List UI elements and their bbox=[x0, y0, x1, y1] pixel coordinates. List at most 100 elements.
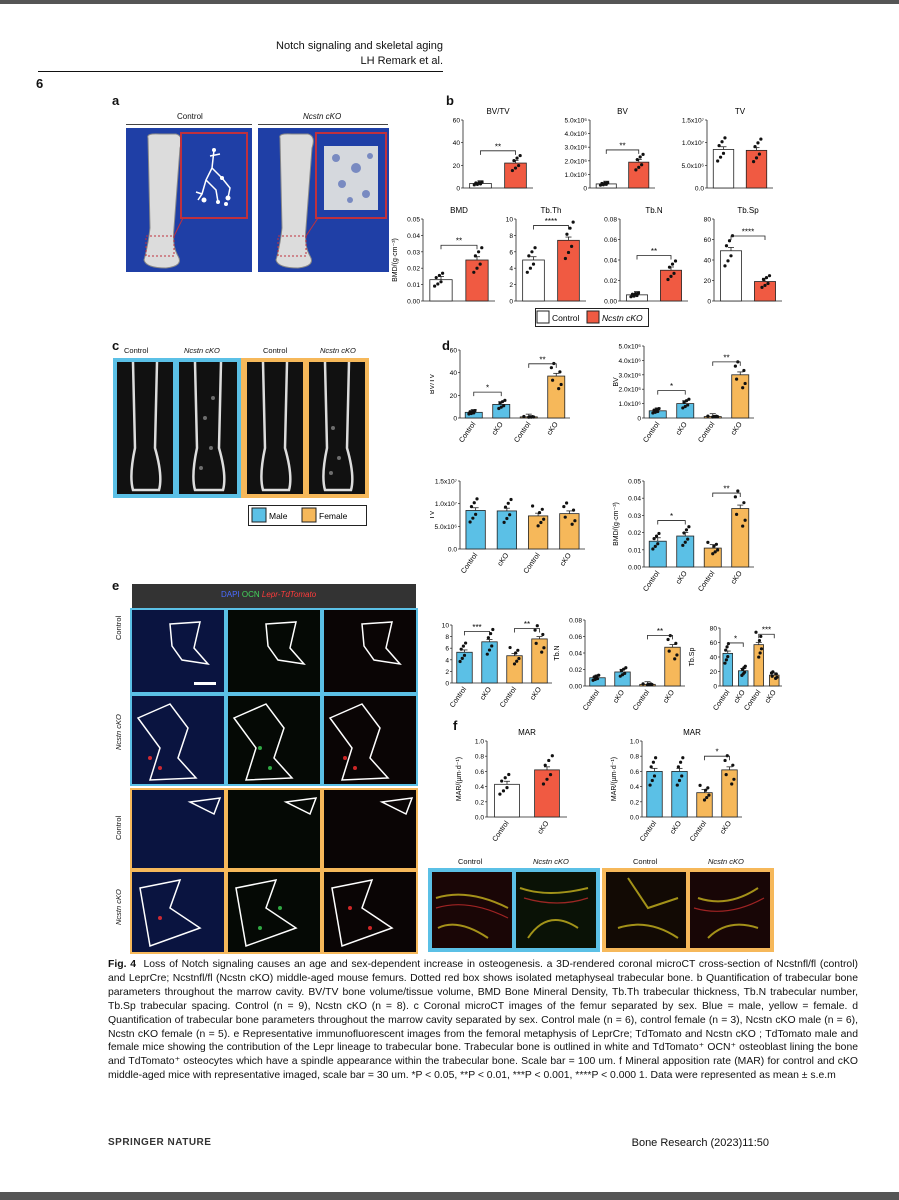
data-point bbox=[509, 497, 513, 502]
legend-c-female-label: Female bbox=[319, 511, 348, 521]
bar-1 bbox=[481, 641, 498, 684]
data-point bbox=[723, 661, 727, 665]
data-point bbox=[459, 647, 463, 651]
data-point bbox=[475, 497, 479, 501]
data-point bbox=[550, 378, 555, 382]
x-tick-label: Control bbox=[521, 551, 542, 575]
data-point bbox=[716, 548, 720, 552]
data-point bbox=[440, 271, 445, 275]
x-tick-label: Control bbox=[580, 688, 601, 712]
data-point bbox=[725, 645, 729, 649]
panel-label-d: d bbox=[442, 338, 450, 353]
bar-1 bbox=[745, 149, 768, 189]
sig-bracket bbox=[712, 492, 741, 498]
legend-c-female-swatch bbox=[301, 507, 317, 523]
bar-0 bbox=[522, 259, 545, 302]
panel-a-control-label: Control bbox=[177, 112, 203, 121]
data-point bbox=[573, 519, 577, 523]
y-axis-label: BV/TV bbox=[430, 374, 436, 395]
data-point bbox=[565, 232, 569, 236]
data-point bbox=[632, 294, 636, 298]
bar-2 bbox=[753, 644, 764, 687]
legend-b: Control Ncstn cKO bbox=[535, 308, 649, 327]
data-point bbox=[743, 518, 747, 522]
data-point bbox=[623, 671, 627, 675]
data-point bbox=[510, 168, 514, 173]
panel-f-img-label-4: Ncstn cKO bbox=[708, 857, 744, 866]
data-point bbox=[729, 254, 733, 258]
y-tick-label: 1.0x10⁷ bbox=[682, 140, 705, 147]
data-point bbox=[757, 638, 762, 643]
channel-ocn: OCN bbox=[241, 590, 260, 599]
data-point bbox=[657, 531, 661, 536]
y-tick-label: 60 bbox=[710, 640, 718, 647]
data-point bbox=[487, 648, 492, 652]
panel-c-label-1: Control bbox=[124, 346, 149, 355]
y-tick-label: 0.03 bbox=[407, 249, 420, 256]
y-tick-label: 5.0x10⁶ bbox=[564, 118, 587, 125]
data-point bbox=[686, 537, 690, 541]
data-point bbox=[720, 140, 724, 144]
chart-title: TV bbox=[735, 107, 746, 116]
data-point bbox=[527, 254, 531, 258]
y-tick-label: 1.0 bbox=[630, 739, 639, 746]
bar-0 bbox=[722, 652, 733, 687]
sig-stars: * bbox=[715, 748, 718, 757]
data-point bbox=[726, 641, 731, 646]
data-point bbox=[712, 544, 716, 548]
x-tick-label: cKO bbox=[668, 819, 684, 836]
sig-bracket bbox=[758, 633, 775, 639]
data-point bbox=[754, 156, 759, 160]
chart-title: BV bbox=[617, 107, 628, 116]
y-tick-label: 0.8 bbox=[630, 754, 639, 761]
x-tick-label: Control bbox=[512, 420, 533, 444]
data-point bbox=[754, 630, 758, 634]
data-point bbox=[651, 547, 655, 551]
y-tick-label: 0 bbox=[583, 186, 587, 193]
figure-caption: Fig. 4 Loss of Notch signaling causes an… bbox=[108, 958, 858, 1083]
data-point bbox=[536, 524, 540, 528]
data-point bbox=[736, 489, 740, 493]
data-point bbox=[462, 653, 467, 657]
data-point bbox=[759, 647, 764, 651]
y-axis-label: BV bbox=[613, 377, 620, 387]
data-point bbox=[480, 180, 484, 184]
y-tick-label: 80 bbox=[710, 626, 718, 633]
data-point bbox=[530, 250, 534, 254]
panel-e-channel-legend: DAPI OCN Lepr-TdTomato bbox=[221, 590, 316, 599]
x-tick-label: cKO bbox=[718, 819, 734, 836]
data-point bbox=[498, 792, 502, 796]
bar-1 bbox=[738, 670, 749, 687]
legend-b-control-swatch bbox=[536, 310, 550, 324]
data-point bbox=[635, 157, 639, 162]
y-axis-label: MAR/(µm·d⁻¹) bbox=[611, 757, 618, 801]
data-point bbox=[533, 246, 537, 250]
data-point bbox=[743, 381, 747, 386]
data-point bbox=[687, 525, 691, 529]
data-point bbox=[706, 786, 710, 790]
data-point bbox=[725, 754, 729, 758]
data-point bbox=[638, 155, 642, 159]
x-tick-label: cKO bbox=[728, 569, 744, 586]
y-tick-label: 1.0x10⁶ bbox=[618, 401, 641, 408]
chart-title: MAR bbox=[683, 728, 701, 737]
data-point bbox=[439, 280, 443, 284]
data-point bbox=[734, 377, 739, 381]
data-point bbox=[775, 675, 779, 679]
sig-stars: * bbox=[670, 512, 673, 521]
chart-title: Tb.Sp bbox=[737, 206, 759, 215]
y-tick-label: 0 bbox=[707, 299, 711, 306]
sig-stars: **** bbox=[545, 217, 557, 226]
data-point bbox=[539, 520, 543, 525]
chart-b-bmd: 0.000.010.020.030.040.05BMDBMD/(g·cm⁻³)*… bbox=[392, 206, 495, 306]
y-tick-label: 1.0 bbox=[475, 739, 484, 746]
data-point bbox=[508, 513, 512, 517]
panel-f-charts: 0.00.20.40.60.81.0MARMAR/(µm·d⁻¹)Control… bbox=[456, 728, 742, 843]
data-point bbox=[540, 507, 544, 511]
data-point bbox=[472, 270, 476, 274]
y-tick-label: 60 bbox=[450, 348, 458, 355]
data-point bbox=[669, 274, 673, 278]
